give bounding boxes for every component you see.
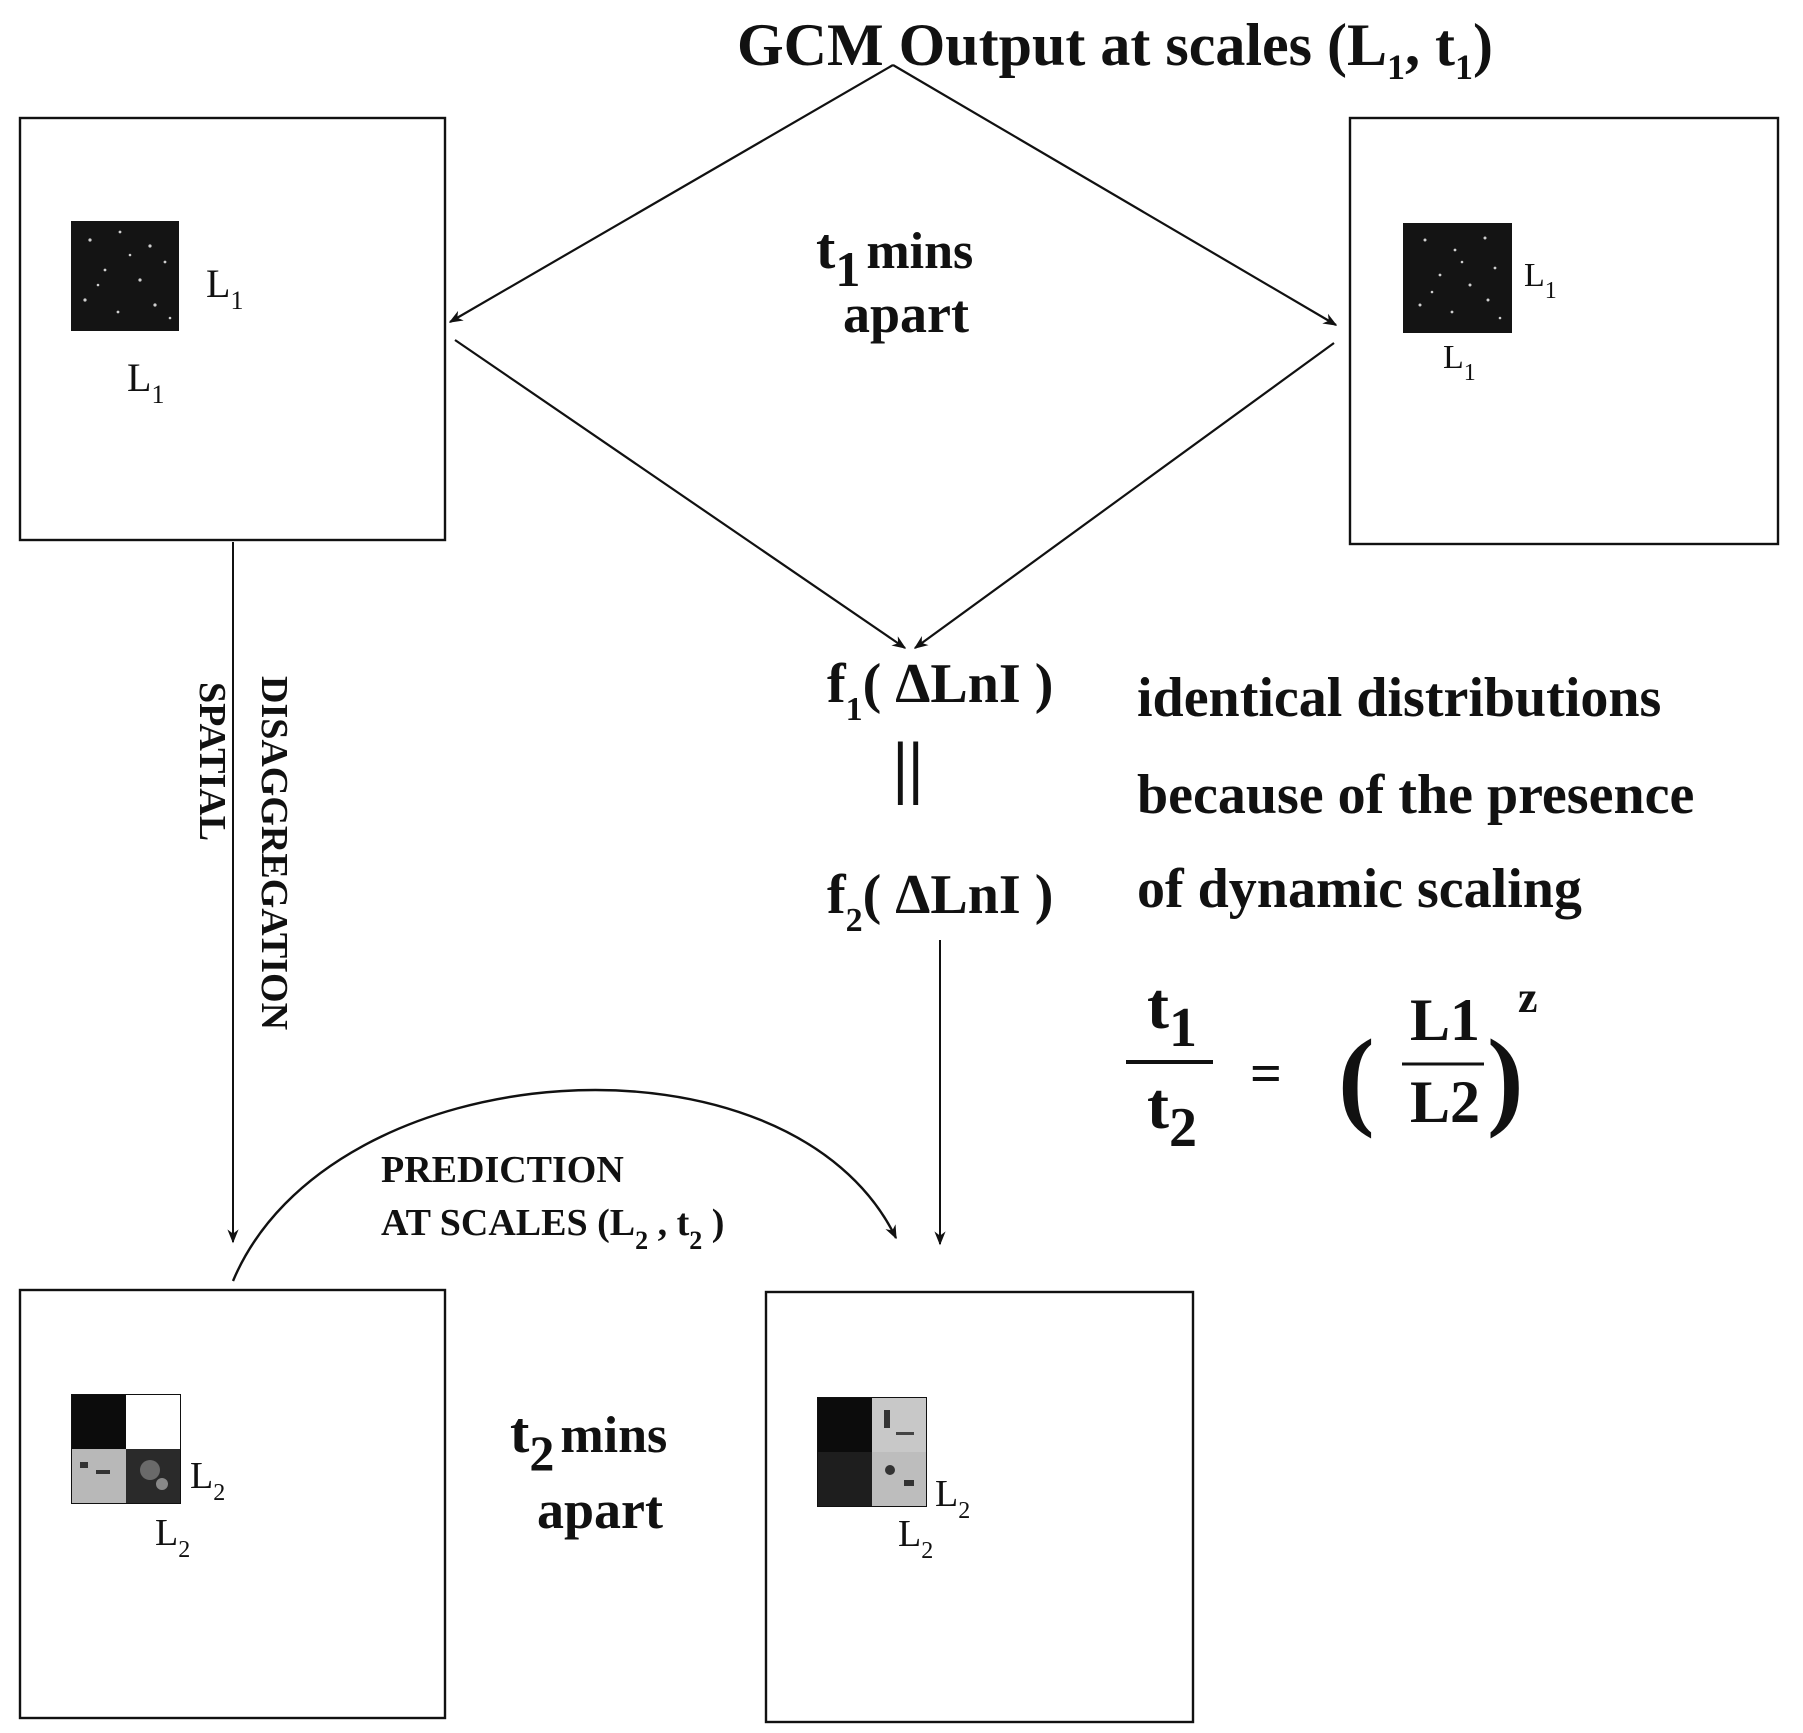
svg-text:z: z — [1518, 973, 1538, 1022]
top-left-side-label: L1 — [206, 261, 243, 315]
svg-text:f1( ΔLnI ): f1( ΔLnI ) — [827, 653, 1053, 728]
top-right-grid-dots — [1418, 236, 1502, 320]
bottom-right-side-label: L2 — [935, 1473, 970, 1524]
diagram-title: GCM Output at scales (L1, t1) — [737, 12, 1493, 87]
arrow-prediction — [231, 1088, 898, 1282]
top-left-panel: L1 L1 — [18, 116, 447, 542]
svg-text:(: ( — [1338, 1017, 1375, 1139]
top-right-grid-image — [1403, 223, 1512, 333]
bottom-right-bottom-label: L2 — [898, 1513, 933, 1564]
explanation-line-3: of dynamic scaling — [1137, 858, 1582, 920]
bottom-right-panel: L2 L2 — [764, 1290, 1195, 1724]
bottom-left-side-label: L2 — [190, 1455, 225, 1506]
top-left-grid-dots — [83, 230, 172, 320]
arrow-to-top-left — [448, 64, 894, 323]
top-right-bottom-label: L1 — [1443, 339, 1476, 386]
scaling-formula: t1 t2 = ( L1 L2 ) z — [1126, 970, 1538, 1159]
top-left-grid-image — [71, 221, 179, 331]
svg-text:DISAGGREGATION: DISAGGREGATION — [253, 676, 295, 1030]
bottom-right-grid-image — [817, 1397, 927, 1507]
svg-text:f2( ΔLnI ): f2( ΔLnI ) — [827, 864, 1053, 939]
svg-text:L1: L1 — [1410, 987, 1480, 1053]
arrow-top-left-to-f1 — [454, 339, 907, 649]
svg-text:=: = — [1250, 1043, 1282, 1105]
svg-text:): ) — [1487, 1017, 1524, 1139]
equality-sign: || — [893, 729, 924, 806]
spatial-disaggregation-label: SPATIAL DISAGGREGATION — [191, 676, 295, 1030]
explanation-line-1: identical distributions — [1137, 667, 1661, 729]
top-left-bottom-label: L1 — [127, 355, 164, 409]
bottom-left-bottom-label: L2 — [155, 1512, 190, 1563]
top-right-panel: L1 L1 — [1348, 116, 1780, 546]
svg-text:apart: apart — [537, 1480, 663, 1540]
svg-text:L2: L2 — [1410, 1069, 1480, 1135]
top-right-side-label: L1 — [1524, 257, 1557, 304]
svg-text:AT SCALES (L2 , t2 ): AT SCALES (L2 , t2 ) — [381, 1202, 724, 1255]
explanation-line-2: because of the presence — [1137, 764, 1694, 826]
bottom-left-grid-image — [71, 1394, 181, 1504]
arrow-to-top-right — [892, 64, 1338, 326]
svg-text:t2: t2 — [1147, 1070, 1197, 1159]
svg-text:PREDICTION: PREDICTION — [381, 1149, 624, 1191]
f1-distribution: f1( ΔLnI ) — [827, 653, 1053, 728]
svg-text:t1: t1 — [1147, 970, 1197, 1059]
svg-text:SPATIAL: SPATIAL — [191, 682, 233, 841]
bottom-left-panel: L2 L2 — [18, 1288, 447, 1720]
f2-distribution: f2( ΔLnI ) — [827, 864, 1053, 939]
svg-text:apart: apart — [843, 284, 969, 344]
arrow-top-right-to-f1 — [913, 342, 1335, 649]
prediction-label: PREDICTION AT SCALES (L2 , t2 ) — [381, 1149, 724, 1255]
